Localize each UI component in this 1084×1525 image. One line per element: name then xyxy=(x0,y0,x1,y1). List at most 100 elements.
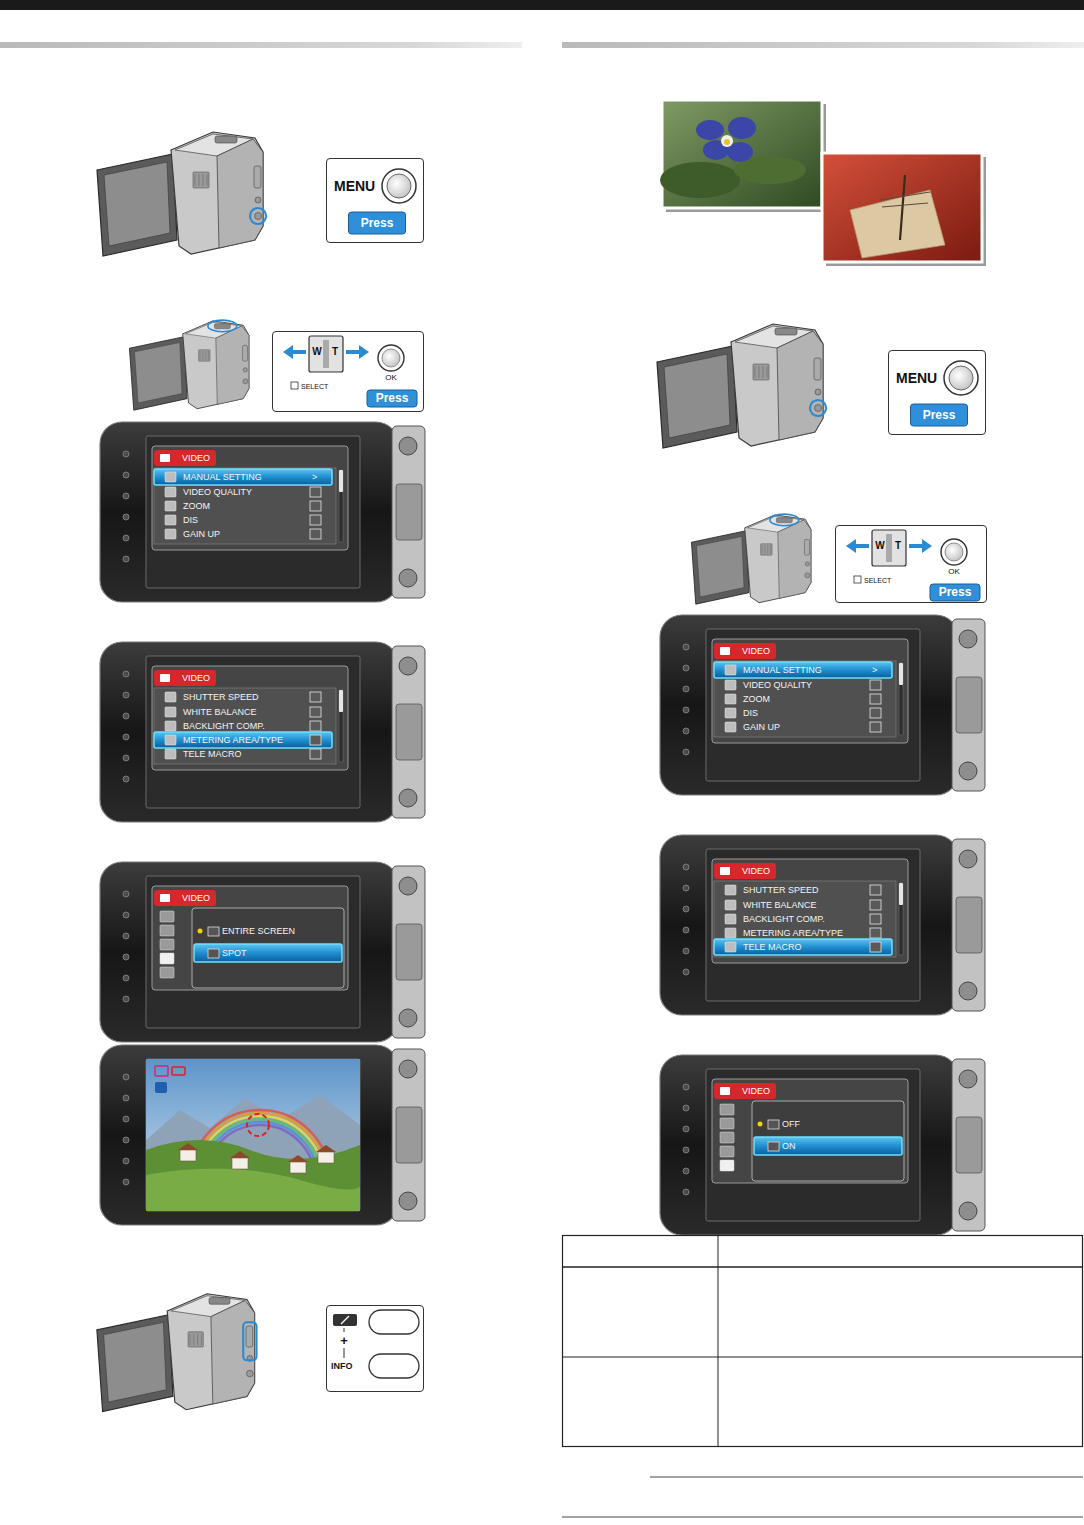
info-button xyxy=(369,1354,419,1378)
frame-dot xyxy=(683,906,689,912)
grille-line xyxy=(755,366,756,378)
menu-tab xyxy=(154,450,216,466)
menu-icon xyxy=(720,1146,734,1157)
lcd-panel xyxy=(129,337,187,410)
lcd-area xyxy=(146,656,360,808)
callout-box: +INFO xyxy=(326,1305,424,1392)
menu-icon xyxy=(720,1132,734,1143)
option-icon xyxy=(768,1142,779,1151)
tab-icon xyxy=(160,674,170,682)
option-icon xyxy=(208,949,219,958)
grille-line xyxy=(205,351,206,360)
menu-item: VIDEO xyxy=(742,1087,770,1096)
select-icon xyxy=(291,382,298,389)
hinge-button xyxy=(959,1070,977,1088)
grille-line xyxy=(207,174,208,186)
button-label: SELECT xyxy=(301,383,328,390)
meadow xyxy=(146,1169,360,1211)
button-label: INFO xyxy=(331,1362,353,1371)
option-icon xyxy=(208,927,219,936)
sample-photos xyxy=(660,100,986,266)
value-icon xyxy=(310,735,321,745)
hinge-button xyxy=(959,850,977,868)
note-rule xyxy=(562,1517,1083,1518)
lcd-monitor xyxy=(100,1045,425,1225)
table-rule xyxy=(718,1235,719,1447)
camera-side xyxy=(778,520,811,598)
menu-item: > xyxy=(872,666,877,675)
house xyxy=(180,1150,196,1161)
menu-icon xyxy=(165,721,176,731)
lcd-monitor xyxy=(660,615,985,795)
scrollbar xyxy=(339,470,343,542)
menu-icon xyxy=(725,928,736,938)
menu-icon xyxy=(725,885,736,895)
menu-item: ON xyxy=(782,1142,796,1151)
hinge-button xyxy=(399,569,417,587)
monitor-frame xyxy=(660,1055,958,1235)
button-label: Press xyxy=(376,392,409,404)
speaker-grille xyxy=(199,350,211,362)
grille-line xyxy=(199,174,200,186)
hinge xyxy=(392,1049,425,1221)
node-graphics xyxy=(889,351,987,436)
side-button xyxy=(254,166,261,188)
bracket-line xyxy=(344,1328,345,1332)
grille-line xyxy=(201,1334,202,1345)
scrollbar xyxy=(899,663,903,735)
hinge xyxy=(392,426,425,598)
lever-ridge xyxy=(889,534,890,562)
frame-dot xyxy=(123,692,129,698)
current-dot xyxy=(758,1122,763,1127)
lcd-panel xyxy=(657,346,737,448)
menu-icon xyxy=(725,680,736,690)
arrow-head xyxy=(359,345,369,359)
menu-icon xyxy=(160,953,174,964)
press-box xyxy=(930,584,980,601)
button-label: MENU xyxy=(896,371,937,385)
menu-icon xyxy=(725,942,736,952)
callout-box: MENUPress xyxy=(888,350,986,435)
grille-line xyxy=(190,1334,191,1345)
button-label: T xyxy=(332,347,338,357)
zoom-lever xyxy=(872,530,906,566)
lcd-monitor xyxy=(100,422,425,602)
dragonfly-wing xyxy=(882,203,928,207)
value-icon xyxy=(310,515,321,525)
menu-item: MANUAL SETTING xyxy=(743,666,822,675)
scroll-thumb xyxy=(339,470,343,492)
scrollbar xyxy=(339,690,343,762)
table-grid xyxy=(562,1235,1083,1517)
menu-item: OFF xyxy=(782,1120,800,1129)
scrollbar xyxy=(899,883,903,955)
dragonfly-wing xyxy=(880,192,930,200)
camcorder xyxy=(97,1294,257,1412)
hinge-button xyxy=(399,1060,417,1078)
grille-line xyxy=(195,174,196,186)
value-icon xyxy=(310,501,321,511)
menu-button xyxy=(382,169,416,203)
hinge-button xyxy=(399,1009,417,1027)
frame-dot xyxy=(123,734,129,740)
menu-window xyxy=(712,1079,908,1183)
arrow-head xyxy=(922,539,932,553)
menu-tab xyxy=(714,1083,776,1099)
button-label: MENU xyxy=(334,179,375,193)
bracket-line xyxy=(344,1348,345,1358)
frame-dot xyxy=(683,1168,689,1174)
lcd-panel xyxy=(691,531,749,604)
side-button xyxy=(805,562,809,566)
menu-item: TELE MACRO xyxy=(183,750,242,759)
highlight-bar xyxy=(194,944,342,962)
arrow-head xyxy=(846,539,856,553)
menu-screen: VIDEOMANUAL SETTING>VIDEO QUALITYZOOMDIS… xyxy=(152,442,352,554)
side-button xyxy=(815,389,821,395)
menu-item: SPOT xyxy=(222,949,247,958)
menu-item: VIDEO QUALITY xyxy=(183,488,252,497)
value-icon xyxy=(310,749,321,759)
monitor-frame xyxy=(660,615,958,795)
highlight-ring xyxy=(243,1322,256,1360)
menu-button xyxy=(247,1370,254,1377)
menu-screen: VIDEOSHUTTER SPEEDWHITE BALANCEBACKLIGHT… xyxy=(712,855,912,967)
side-button xyxy=(804,539,809,555)
